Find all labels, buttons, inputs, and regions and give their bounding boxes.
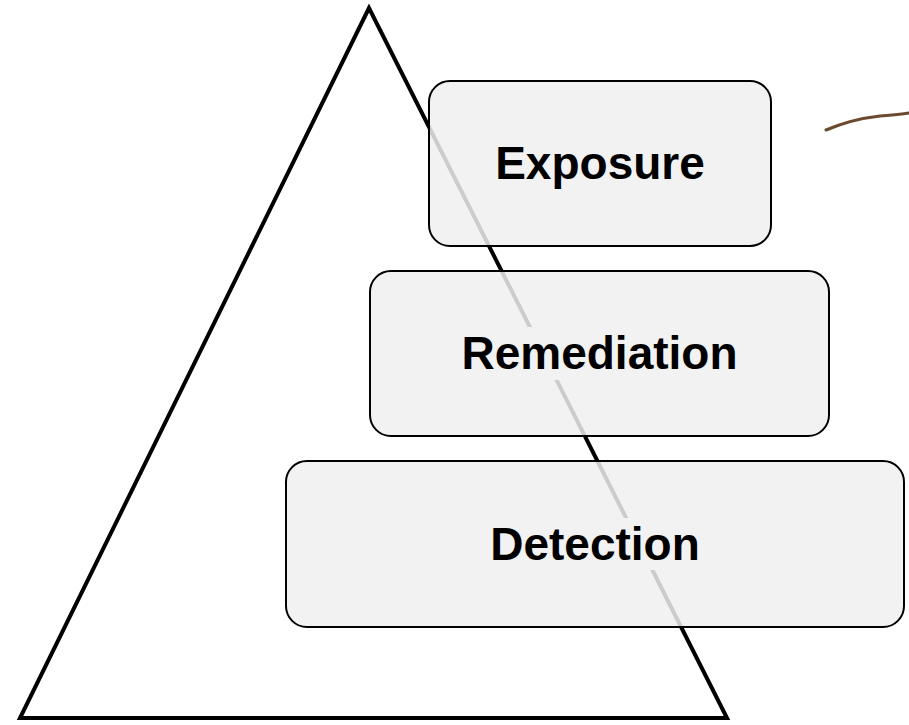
brown-stroke	[826, 113, 909, 130]
level-label: Exposure	[492, 137, 708, 190]
pyramid-level-box: Exposure	[428, 80, 772, 247]
pyramid-level-box: Detection	[285, 460, 905, 628]
level-label: Detection	[487, 518, 703, 571]
level-label: Remediation	[458, 327, 740, 380]
pyramid-level-box: Remediation	[369, 270, 830, 437]
